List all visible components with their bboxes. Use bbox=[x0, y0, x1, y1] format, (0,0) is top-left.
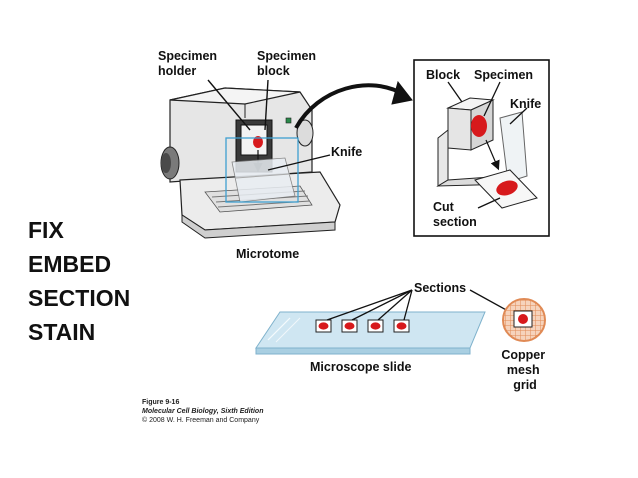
figure-number: Figure 9-16 bbox=[142, 399, 180, 406]
label-sections: Sections bbox=[414, 281, 466, 295]
step-fix: FIX bbox=[28, 217, 64, 243]
book-title: Molecular Cell Biology, Sixth Edition bbox=[142, 408, 264, 415]
procedure-steps: FIX EMBED SECTION STAIN bbox=[28, 213, 130, 349]
label-knife: Knife bbox=[331, 145, 362, 159]
label-copper-mesh-grid: Copper mesh grid bbox=[501, 348, 548, 392]
inset-panel bbox=[413, 59, 550, 237]
main-leaders bbox=[207, 79, 331, 171]
label-inset-block: Block bbox=[426, 68, 460, 82]
label-specimen-holder: Specimen holder bbox=[158, 49, 221, 78]
section-4-specimen bbox=[396, 322, 407, 330]
microtome-machine bbox=[160, 87, 341, 239]
zoom-arrow bbox=[294, 83, 407, 129]
label-inset-knife: Knife bbox=[510, 97, 541, 111]
step-section: SECTION bbox=[28, 285, 131, 311]
label-microtome: Microtome bbox=[236, 247, 299, 261]
step-stain: STAIN bbox=[28, 319, 96, 345]
section-1-specimen bbox=[318, 322, 329, 330]
copyright: © 2008 W. H. Freeman and Company bbox=[142, 417, 260, 424]
slide-sections bbox=[315, 319, 410, 333]
sections-leaders bbox=[326, 289, 511, 321]
label-cut-section: Cut section bbox=[433, 200, 477, 229]
section-3-specimen bbox=[370, 322, 381, 330]
figure-credit: Figure 9-16 Molecular Cell Biology, Sixt… bbox=[142, 398, 263, 425]
label-microscope-slide: Microscope slide bbox=[310, 360, 411, 374]
label-inset-specimen: Specimen bbox=[474, 68, 533, 82]
microscope-slide bbox=[255, 311, 486, 355]
step-embed: EMBED bbox=[28, 251, 112, 277]
section-2-specimen bbox=[344, 322, 355, 330]
copper-mesh-grid bbox=[502, 298, 546, 342]
label-specimen-block: Specimen block bbox=[257, 49, 320, 78]
